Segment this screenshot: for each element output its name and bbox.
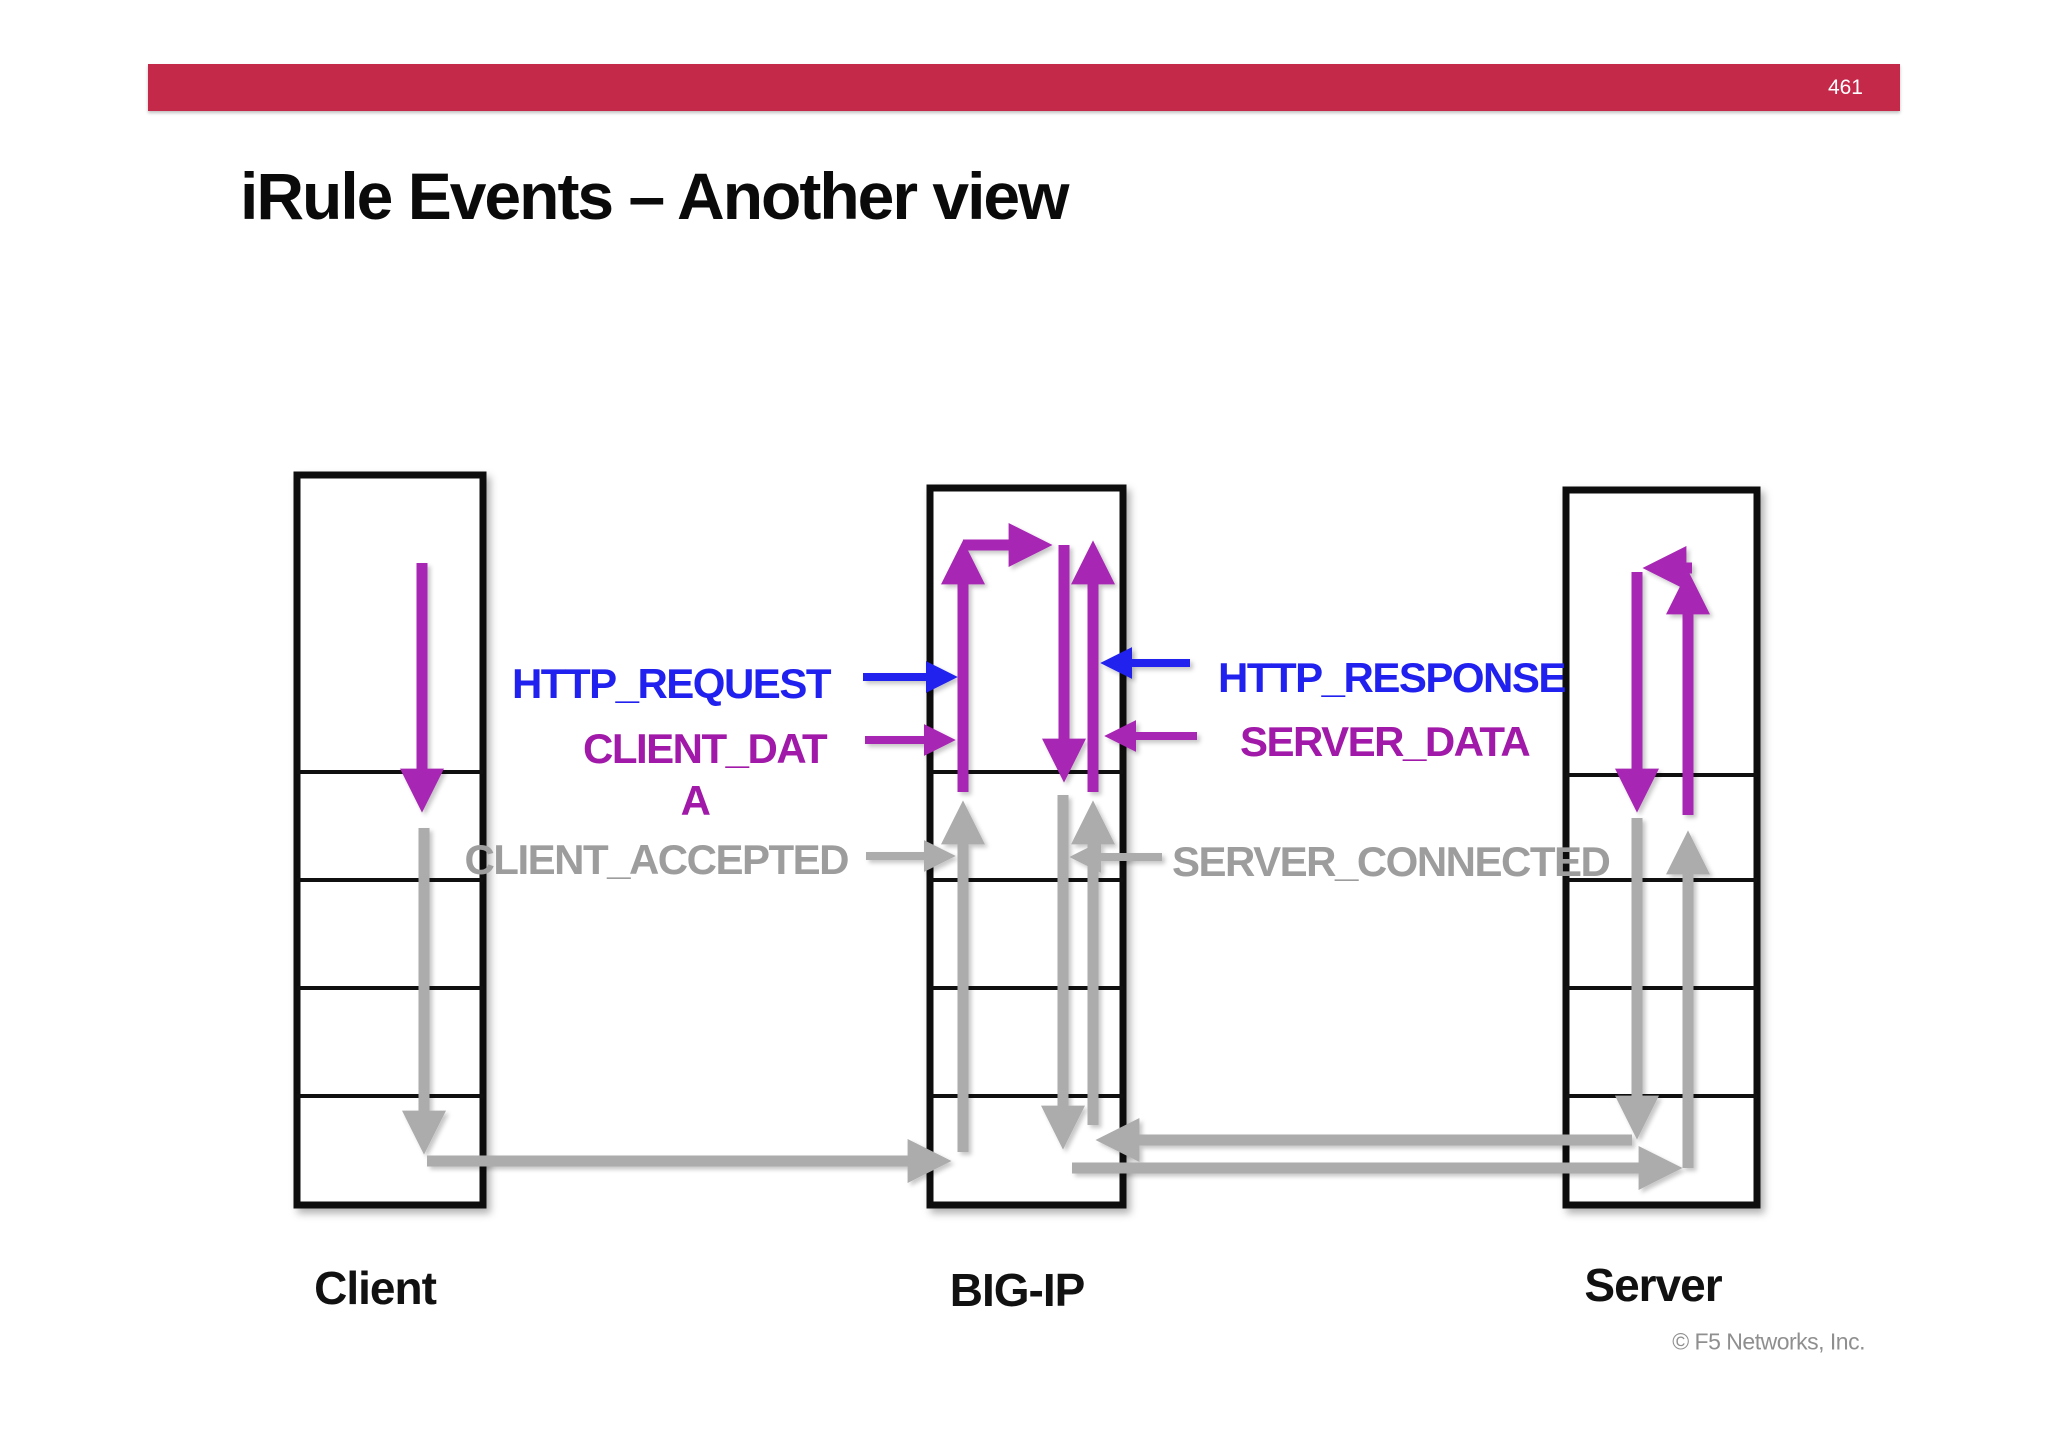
header-bar: 461 bbox=[148, 64, 1900, 111]
client-data-label-line1: CLIENT_DAT bbox=[583, 725, 828, 772]
copyright-notice: © F5 Networks, Inc. bbox=[1672, 1328, 1865, 1355]
client-box bbox=[293, 471, 487, 1209]
slide-title: iRule Events – Another view bbox=[240, 159, 1069, 233]
server-box-label: Server bbox=[1584, 1259, 1722, 1311]
client-box-label: Client bbox=[314, 1262, 437, 1314]
bigip-box-label: BIG-IP bbox=[949, 1264, 1086, 1316]
client-accepted-label: CLIENT_ACCEPTED bbox=[464, 836, 849, 883]
server-box bbox=[1562, 486, 1761, 1209]
server-connected-label: SERVER_CONNECTED bbox=[1172, 838, 1611, 885]
client-data-label: CLIENT_DAT A bbox=[583, 723, 828, 827]
http-response-label: HTTP_RESPONSE bbox=[1218, 654, 1566, 701]
server-data-label: SERVER_DATA bbox=[1240, 718, 1531, 765]
client-data-label-line2: A bbox=[680, 777, 711, 824]
http-request-label: HTTP_REQUEST bbox=[511, 660, 832, 707]
page-number: 461 bbox=[1827, 75, 1863, 99]
